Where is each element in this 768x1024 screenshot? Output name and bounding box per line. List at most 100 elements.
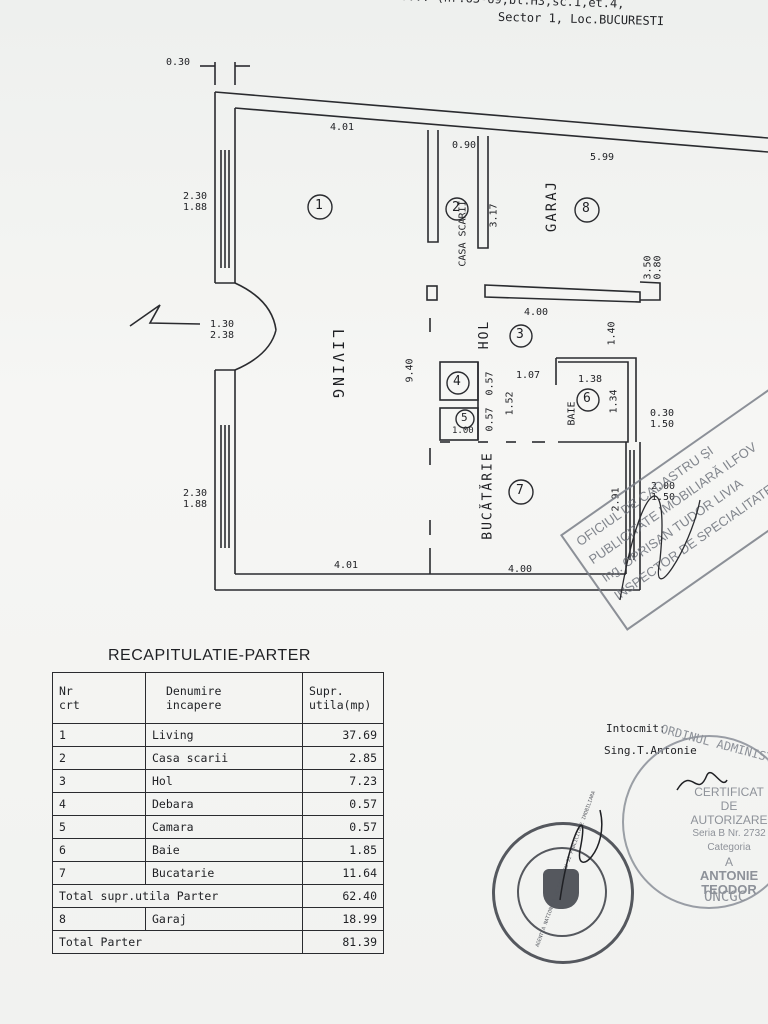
room-2-circle bbox=[445, 197, 469, 221]
dim-baie-door-sub: 1.50 bbox=[650, 419, 675, 430]
room-label-hol: HOL bbox=[477, 319, 493, 350]
row-nr: 3 bbox=[52, 769, 146, 793]
room-label-living: LIVING bbox=[329, 328, 348, 402]
window-right bbox=[629, 450, 635, 560]
garaj-name: Garaj bbox=[145, 907, 303, 931]
row-area: 0.57 bbox=[302, 815, 384, 839]
dim-win-bot-sub: 1.88 bbox=[183, 499, 208, 510]
row-area: 7.23 bbox=[302, 769, 384, 793]
dim-deb-h: 0.57 bbox=[484, 371, 496, 396]
room-1-circle bbox=[307, 194, 333, 220]
room-label-casa: CASA SCARII bbox=[457, 200, 469, 267]
entrance-arrow bbox=[129, 304, 201, 327]
dim-garaj-top: 5.99 bbox=[590, 152, 615, 163]
garaj-row: 8 Garaj 18.99 bbox=[52, 907, 384, 931]
total-label: Total Parter bbox=[52, 930, 303, 954]
dim-living-top: 4.01 bbox=[330, 122, 355, 133]
cert-line: Categoria bbox=[707, 842, 751, 853]
cert-line: A bbox=[724, 855, 733, 869]
row-name: Camara bbox=[145, 815, 303, 839]
cert-line: AUTORIZARE bbox=[690, 813, 768, 827]
dim-casa-h: 3.17 bbox=[488, 203, 500, 228]
window-left-bottom bbox=[220, 425, 230, 548]
room-number-1: 1 bbox=[315, 198, 323, 213]
main-door bbox=[234, 282, 277, 371]
col-name-header: Denumire incapere bbox=[145, 672, 303, 724]
dim-living-h: 9.40 bbox=[404, 358, 416, 383]
dim-win-top-sub: 1.88 bbox=[183, 202, 208, 213]
row-nr: 4 bbox=[52, 792, 146, 816]
certificate-stamp: CERTIFICAT DE AUTORIZARE Seria B Nr. 273… bbox=[622, 722, 768, 909]
room-number-5: 5 bbox=[461, 411, 468, 424]
room-number-7: 7 bbox=[516, 483, 524, 498]
room-5-circle bbox=[455, 409, 475, 429]
room-label-baie: BAIE bbox=[566, 401, 578, 426]
cert-line: ANTONIE bbox=[699, 868, 759, 883]
col-area-header: Supr. utila(mp) bbox=[302, 672, 384, 724]
garaj-area: 18.99 bbox=[302, 907, 384, 931]
row-name: Baie bbox=[145, 838, 303, 862]
room-7-circle bbox=[508, 479, 534, 505]
room-number-2: 2 bbox=[452, 200, 460, 215]
room-number-8: 8 bbox=[582, 201, 590, 216]
dim-door-right-sub: 0.80 bbox=[652, 255, 664, 280]
col-nr-header: Nr crt bbox=[52, 672, 146, 724]
dim-deb-w: 1.07 bbox=[516, 370, 541, 381]
room-3-circle bbox=[509, 324, 533, 348]
dim-door-main-sub: 2.38 bbox=[210, 330, 235, 341]
dim-win-top: 2.30 bbox=[183, 191, 208, 202]
row-area: 2.85 bbox=[302, 746, 384, 770]
total-util-label: Total supr.utila Parter bbox=[52, 884, 303, 908]
dim-buc-win: 2.00 bbox=[651, 481, 676, 492]
dim-hol-h: 1.40 bbox=[606, 321, 618, 346]
dim-door-main: 1.30 bbox=[210, 319, 235, 330]
total-util-value: 62.40 bbox=[302, 884, 384, 908]
recap-title: RECAPITULATIE-PARTER bbox=[108, 647, 311, 664]
row-name: Casa scarii bbox=[145, 746, 303, 770]
floor-plan bbox=[129, 62, 768, 591]
total-util-row: Total supr.utila Parter 62.40 bbox=[52, 884, 384, 908]
row-area: 0.57 bbox=[302, 792, 384, 816]
room-6-circle bbox=[576, 388, 600, 412]
row-nr: 1 bbox=[52, 723, 146, 747]
outer-top-wall bbox=[214, 91, 768, 139]
cert-line: DE bbox=[720, 799, 738, 813]
outer-top-wall-inner bbox=[234, 107, 768, 153]
row-name: Debara bbox=[145, 792, 303, 816]
room-label-garaj: GARAJ bbox=[544, 179, 561, 233]
window-left-top bbox=[220, 150, 230, 268]
row-name: Hol bbox=[145, 769, 303, 793]
room-number-6: 6 bbox=[583, 391, 591, 406]
row-nr: 5 bbox=[52, 815, 146, 839]
row-name: Living bbox=[145, 723, 303, 747]
room-number-3: 3 bbox=[516, 327, 524, 342]
ancpi-inner-ring bbox=[517, 847, 607, 937]
total-row: Total Parter 81.39 bbox=[52, 930, 384, 954]
dim-baie-door: 0.30 bbox=[650, 408, 675, 419]
signature bbox=[619, 495, 701, 601]
intocmit-label: Intocmit: bbox=[606, 722, 666, 735]
dim-buc-win-sub: 1.50 bbox=[651, 492, 676, 503]
dim-cam-h: 0.57 bbox=[484, 407, 496, 432]
row-area: 37.69 bbox=[302, 723, 384, 747]
room-4-circle bbox=[446, 371, 470, 395]
signature-2 bbox=[559, 809, 603, 901]
dim-deb-v: 1.52 bbox=[504, 391, 516, 416]
row-name: Bucatarie bbox=[145, 861, 303, 885]
dim-wall: 0.30 bbox=[166, 57, 191, 68]
row-nr: 6 bbox=[52, 838, 146, 862]
row-area: 1.85 bbox=[302, 838, 384, 862]
cert-line: CERTIFICAT bbox=[694, 785, 764, 799]
total-value: 81.39 bbox=[302, 930, 384, 954]
dim-baie-h: 1.34 bbox=[608, 389, 620, 414]
cert-line: Seria B Nr. 2732 bbox=[692, 828, 766, 839]
signature-3 bbox=[676, 772, 728, 791]
row-nr: 7 bbox=[52, 861, 146, 885]
